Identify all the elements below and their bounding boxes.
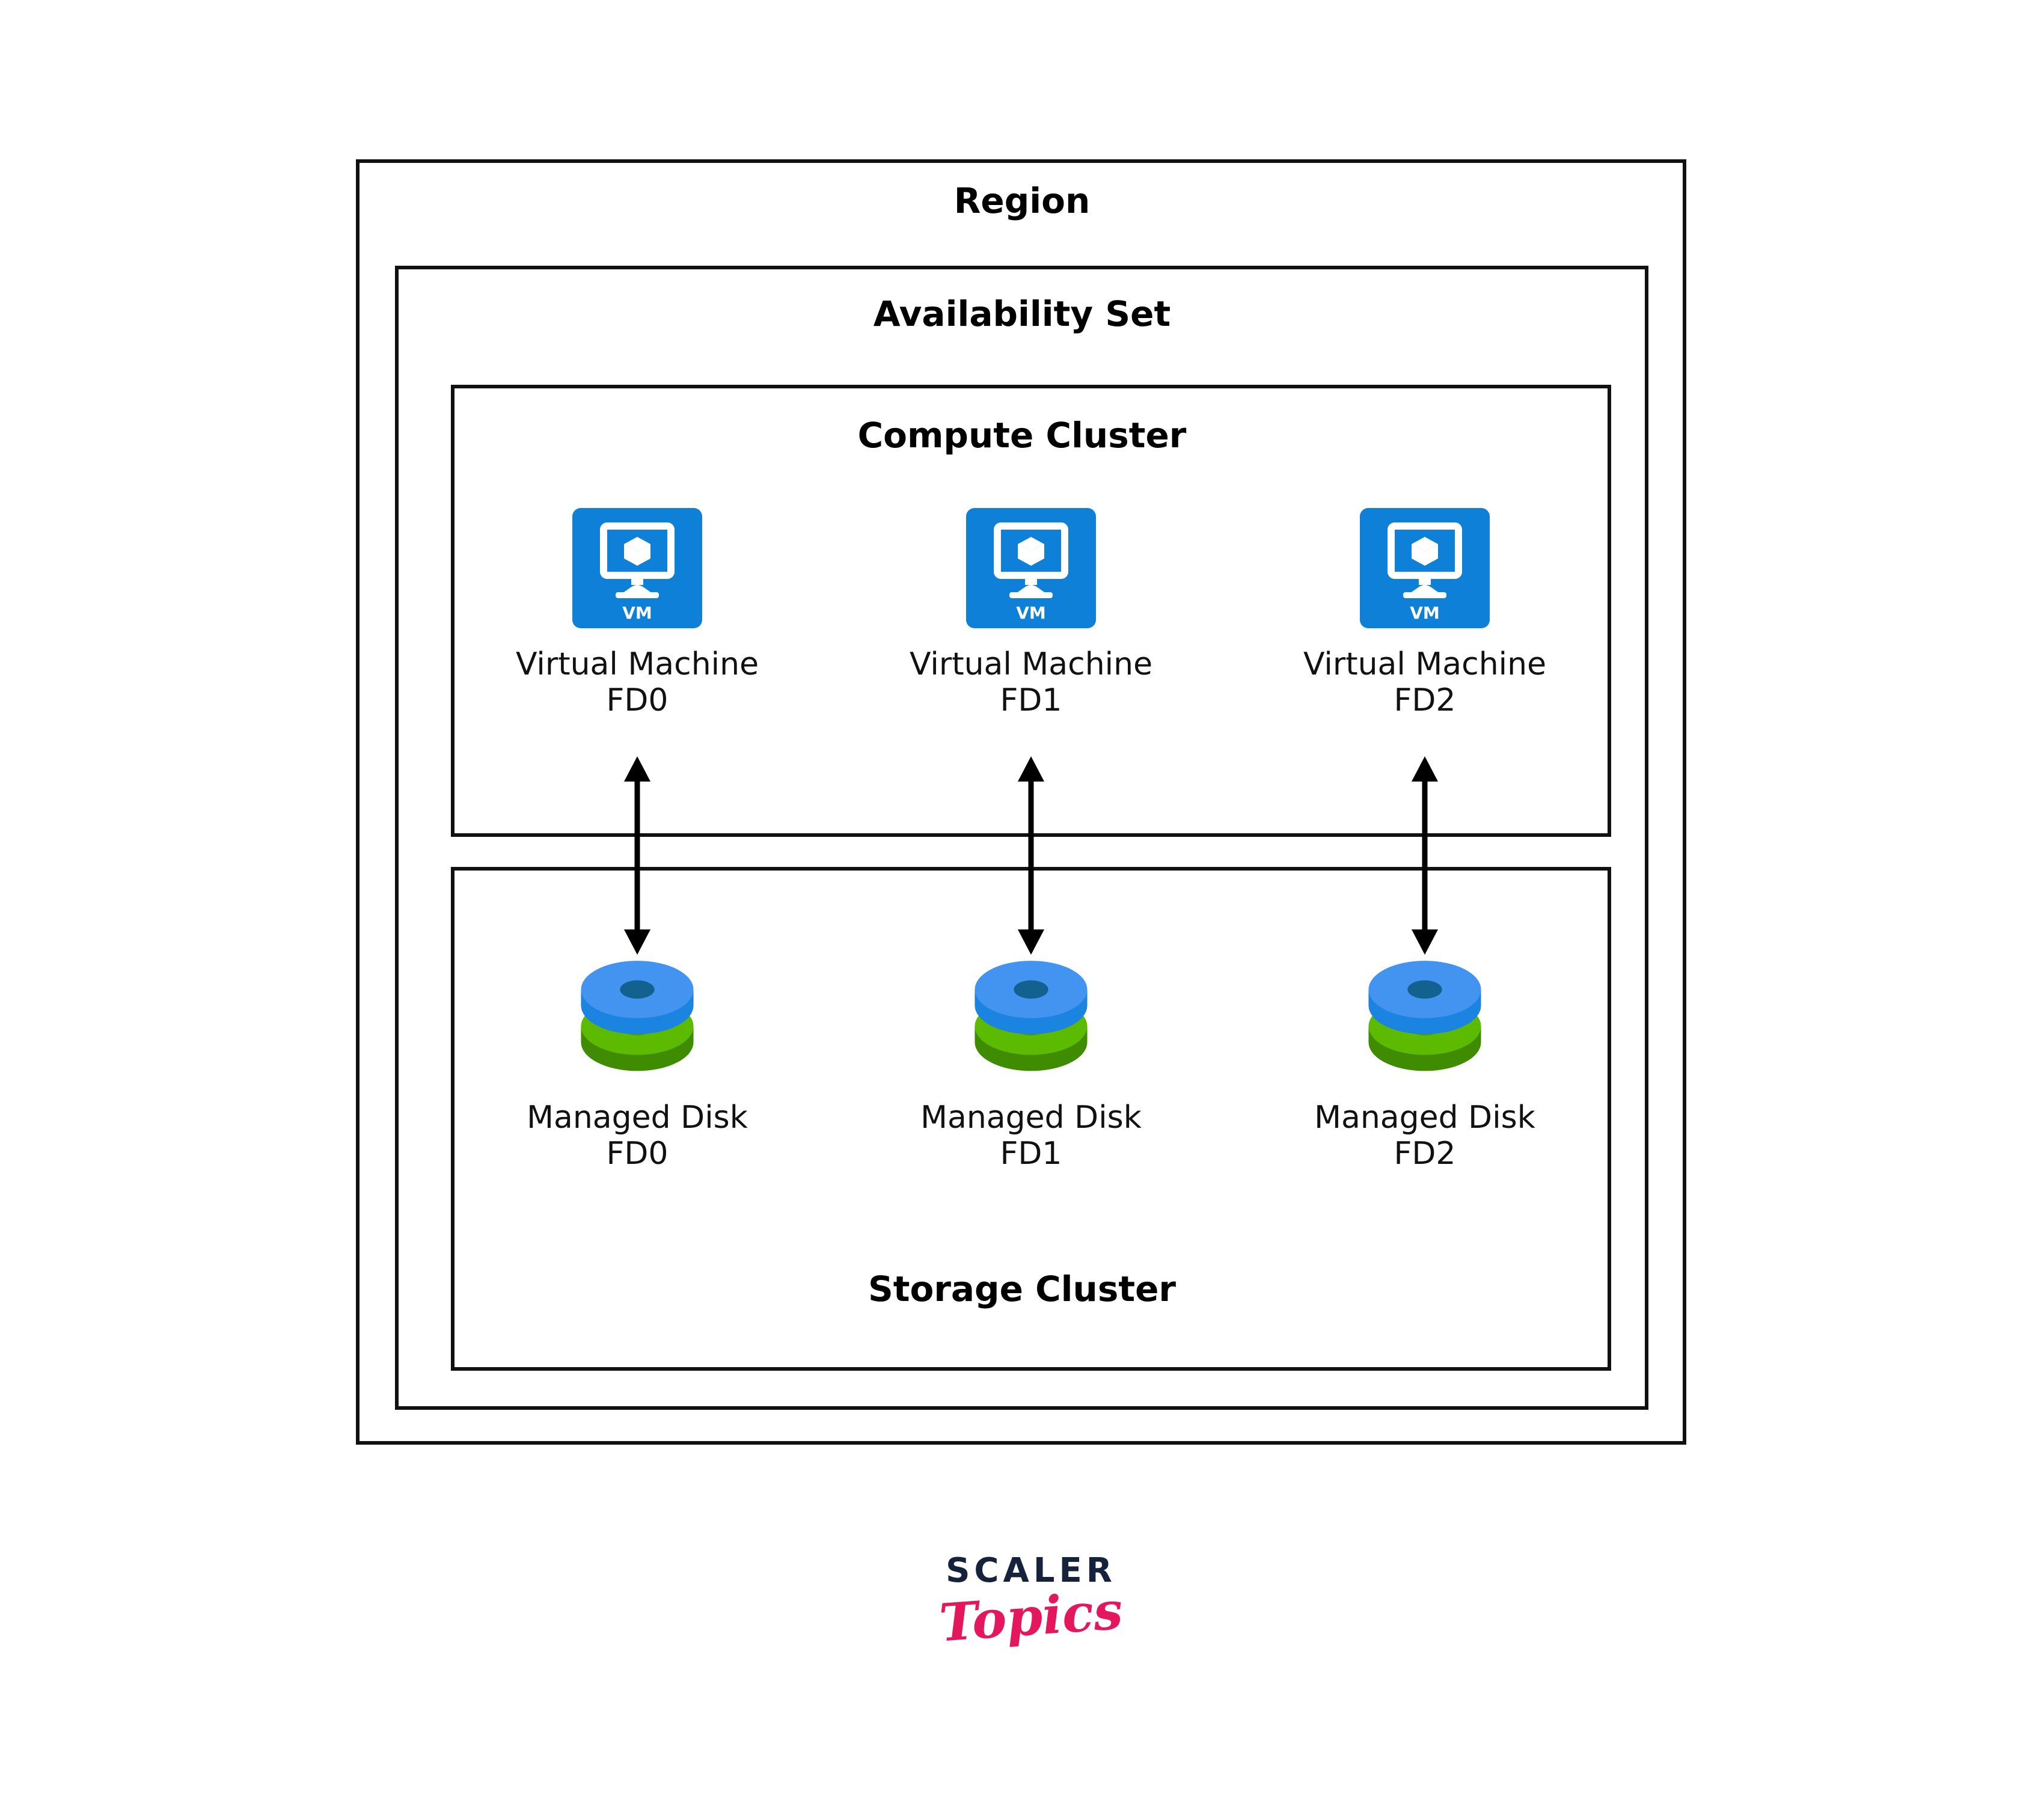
virtual-machine-label-0: Virtual Machine FD0 <box>481 646 794 719</box>
connector-arrow-1 <box>1018 756 1044 955</box>
virtual-machine-node-2[interactable]: VM Virtual Machine FD2 <box>1268 508 1581 719</box>
managed-disk-fd-1: FD1 <box>1000 1136 1062 1172</box>
virtual-machine-label-2: Virtual Machine FD2 <box>1268 646 1581 719</box>
managed-disk-fd-2: FD2 <box>1394 1136 1456 1172</box>
virtual-machine-name-1: Virtual Machine <box>909 646 1153 682</box>
virtual-machine-fd-0: FD0 <box>606 682 669 719</box>
scaler-topics-logo: SCALER Topics <box>875 1551 1187 1654</box>
vm-icon: VM <box>1360 508 1490 628</box>
managed-disk-fd-0: FD0 <box>606 1136 669 1172</box>
vm-icon: VM <box>966 508 1096 628</box>
managed-disk-icon <box>581 961 694 1071</box>
virtual-machine-label-1: Virtual Machine FD1 <box>875 646 1187 719</box>
logo-topics-text: Topics <box>937 1580 1125 1654</box>
managed-disk-node-2[interactable]: Managed Disk FD2 <box>1268 955 1581 1172</box>
region-container <box>356 159 1686 1445</box>
virtual-machine-fd-1: FD1 <box>1000 682 1062 719</box>
connector-arrow-0 <box>624 756 650 955</box>
connector-arrow-2 <box>1412 756 1438 955</box>
managed-disk-node-1[interactable]: Managed Disk FD1 <box>875 955 1187 1172</box>
managed-disk-label-0: Managed Disk FD0 <box>481 1100 794 1172</box>
virtual-machine-node-1[interactable]: VM Virtual Machine FD1 <box>875 508 1187 719</box>
storage-cluster-title: Storage Cluster <box>867 1269 1177 1309</box>
vm-badge-label: VM <box>1410 603 1440 623</box>
availability-set-container <box>395 266 1648 1410</box>
managed-disk-name-1: Managed Disk <box>920 1100 1142 1136</box>
virtual-machine-name-0: Virtual Machine <box>515 646 759 682</box>
managed-disk-icon <box>1368 961 1481 1071</box>
managed-disk-name-2: Managed Disk <box>1314 1100 1535 1136</box>
virtual-machine-node-0[interactable]: VM Virtual Machine FD0 <box>481 508 794 719</box>
managed-disk-icon <box>975 961 1088 1071</box>
managed-disk-name-0: Managed Disk <box>527 1100 748 1136</box>
compute-cluster-title: Compute Cluster <box>857 415 1187 456</box>
vm-badge-label: VM <box>622 603 652 623</box>
availability-set-title: Availability Set <box>873 293 1171 334</box>
vm-badge-label: VM <box>1016 603 1046 623</box>
managed-disk-label-2: Managed Disk FD2 <box>1268 1100 1581 1172</box>
region-title: Region <box>953 180 1091 221</box>
managed-disk-node-0[interactable]: Managed Disk FD0 <box>481 955 794 1172</box>
virtual-machine-fd-2: FD2 <box>1394 682 1456 719</box>
managed-disk-label-1: Managed Disk FD1 <box>875 1100 1187 1172</box>
logo-scaler-text: SCALER <box>946 1551 1116 1590</box>
virtual-machine-name-2: Virtual Machine <box>1303 646 1547 682</box>
vm-icon: VM <box>572 508 702 628</box>
